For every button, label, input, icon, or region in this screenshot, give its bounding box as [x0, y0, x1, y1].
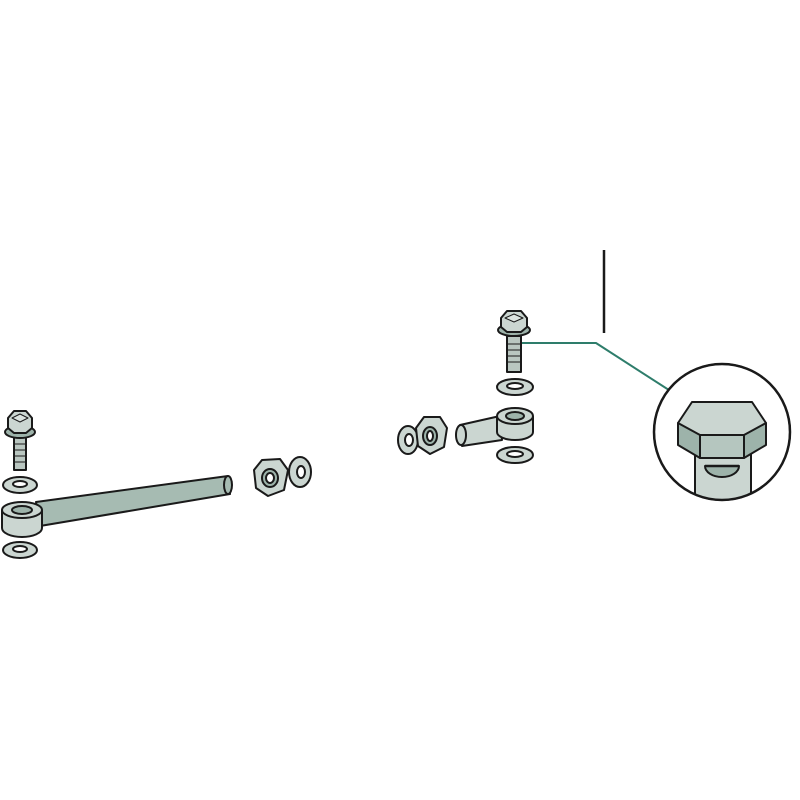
left-washer-top: [2, 476, 38, 494]
detail-leader-line: [522, 342, 673, 393]
right-nut: [415, 416, 448, 455]
right-washer-top: [496, 378, 534, 396]
right-eye-end: [455, 407, 534, 447]
right-washer-end: [397, 425, 419, 455]
right-washer-bottom: [496, 446, 534, 464]
left-bolt: [4, 410, 36, 471]
detail-bolt-head-closeup: [652, 362, 792, 502]
left-eye-rod: [1, 475, 233, 538]
left-washer-end: [288, 456, 312, 488]
left-nut: [253, 458, 289, 497]
left-washer-bottom: [2, 541, 38, 559]
right-bolt: [497, 310, 531, 373]
